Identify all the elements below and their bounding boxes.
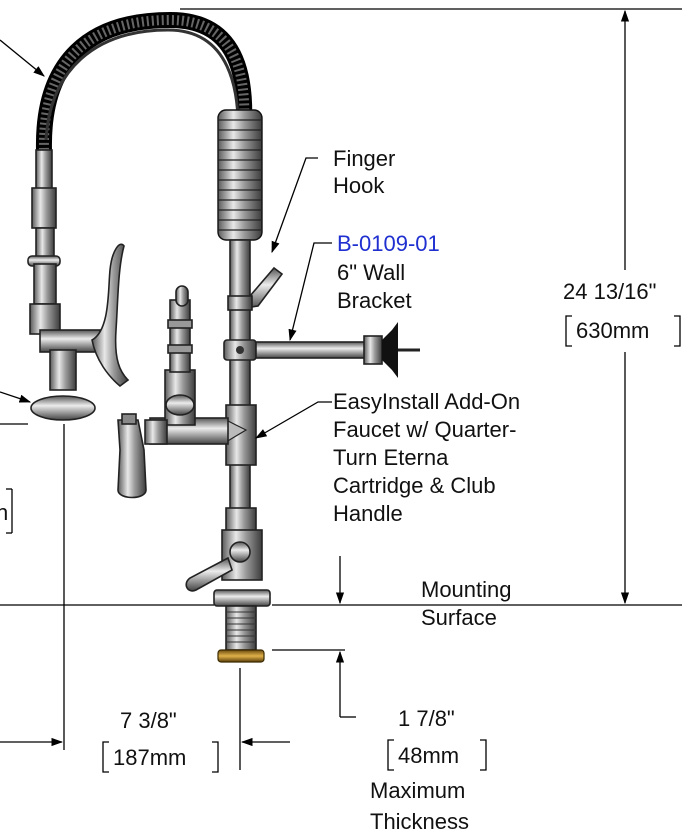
dimension-lines [0,8,682,770]
bracket-desc-line2: Bracket [337,288,412,313]
label-offset: 7 3/8" 187mm [102,708,219,773]
label-add-on-faucet: EasyInstall Add-On Faucet w/ Quarter- Tu… [333,389,520,526]
thickness-desc-line1: Maximum [370,778,465,803]
label-wall-bracket: B-0109-01 6" Wall Bracket [337,231,440,313]
finger-hook-line1: Finger [333,146,395,171]
offset-metric: 187mm [113,745,186,770]
height-imperial: 24 13/16" [563,279,656,304]
label-mounting-surface: Mounting Surface [421,577,512,630]
thickness-imperial: 1 7/8" [398,706,455,731]
spring-coil [217,109,263,241]
label-thickness: 1 7/8" 48mm Maximum Thickness [370,706,487,834]
label-leaders [254,157,332,439]
left-cropped-label: n [0,500,8,525]
add-on-line4: Cartridge & Club [333,473,496,498]
label-overall-height: 24 13/16" 630mm [563,279,681,347]
add-on-line2: Faucet w/ Quarter- [333,417,516,442]
mounting-line2: Surface [421,605,497,630]
finger-hook-line2: Hook [333,173,385,198]
add-on-line3: Turn Eterna [333,445,449,470]
offset-imperial: 7 3/8" [120,708,177,733]
add-on-line5: Handle [333,501,403,526]
height-metric: 630mm [576,318,649,343]
mounting-line1: Mounting [421,577,512,602]
pre-rinse-faucet-illustration [27,11,420,663]
bracket-desc-line1: 6" Wall [337,260,405,285]
bracket-part-number[interactable]: B-0109-01 [337,231,440,256]
add-on-line1: EasyInstall Add-On [333,389,520,414]
thickness-metric: 48mm [398,743,459,768]
thickness-desc-line2: Thickness [370,809,469,834]
label-finger-hook: Finger Hook [333,146,395,198]
